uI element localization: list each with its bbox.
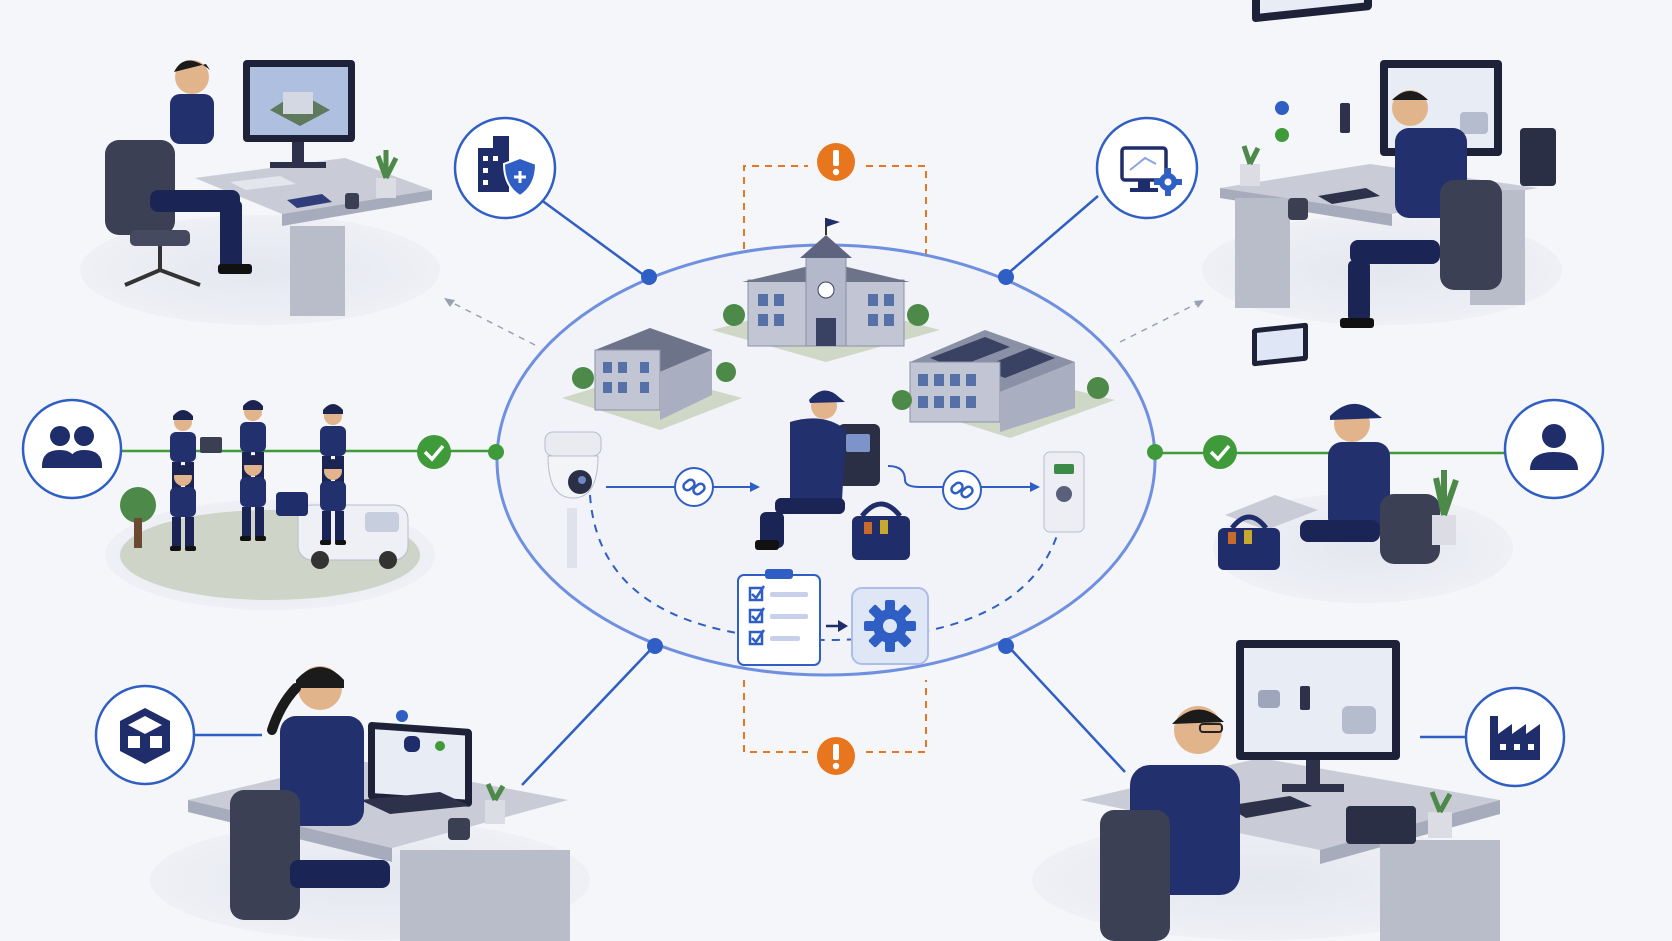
check-icon: [417, 435, 451, 469]
dashed-arrow-right: [1119, 301, 1201, 343]
line-top-right: [1004, 195, 1099, 277]
operator-at-dual-monitors: [1202, 0, 1562, 328]
hub-port-bottom-left: [647, 638, 663, 654]
alert-icon: [817, 143, 855, 181]
team-icon: [21, 398, 123, 500]
office-building-left: [562, 328, 742, 430]
integration-cube-icon: [94, 684, 196, 786]
monitor-settings-icon: [1095, 116, 1199, 220]
link-icon: [942, 470, 982, 510]
alert-icon: [817, 737, 855, 775]
dome-camera: [544, 431, 602, 568]
check-icon: [1203, 435, 1237, 469]
engineer-reviewing-device-catalog: [1032, 640, 1500, 941]
door-controller: [1043, 451, 1085, 533]
dashed-arrow-left: [446, 299, 536, 346]
kneeling-technician-with-access-panel: [755, 390, 910, 560]
hub-port-top-right: [998, 269, 1014, 285]
hub-port-bottom-right: [998, 638, 1014, 654]
central-hub: [488, 218, 1163, 677]
gear-icon: [851, 587, 929, 665]
field-team-with-van: [105, 400, 435, 610]
hub-port-top-left: [641, 269, 657, 285]
office-building-right: [890, 330, 1115, 438]
hub-port-right: [1147, 444, 1163, 460]
secure-building-icon: [453, 116, 557, 220]
hub-port-left: [488, 444, 504, 460]
factory-icon: [1464, 686, 1566, 788]
line-bottom-right: [1006, 644, 1126, 773]
alert-brackets: [743, 143, 927, 775]
line-bottom-left: [521, 644, 656, 786]
link-icon: [674, 467, 714, 507]
school-building: [712, 218, 940, 362]
technician-with-laptop-and-toolbox: [1213, 322, 1513, 603]
analyst-at-desk-viewing-site-map: [80, 60, 440, 325]
checklist-icon: [737, 569, 821, 666]
user-icon: [1503, 398, 1605, 500]
engineer-with-laptop-data-flow: [150, 666, 590, 941]
